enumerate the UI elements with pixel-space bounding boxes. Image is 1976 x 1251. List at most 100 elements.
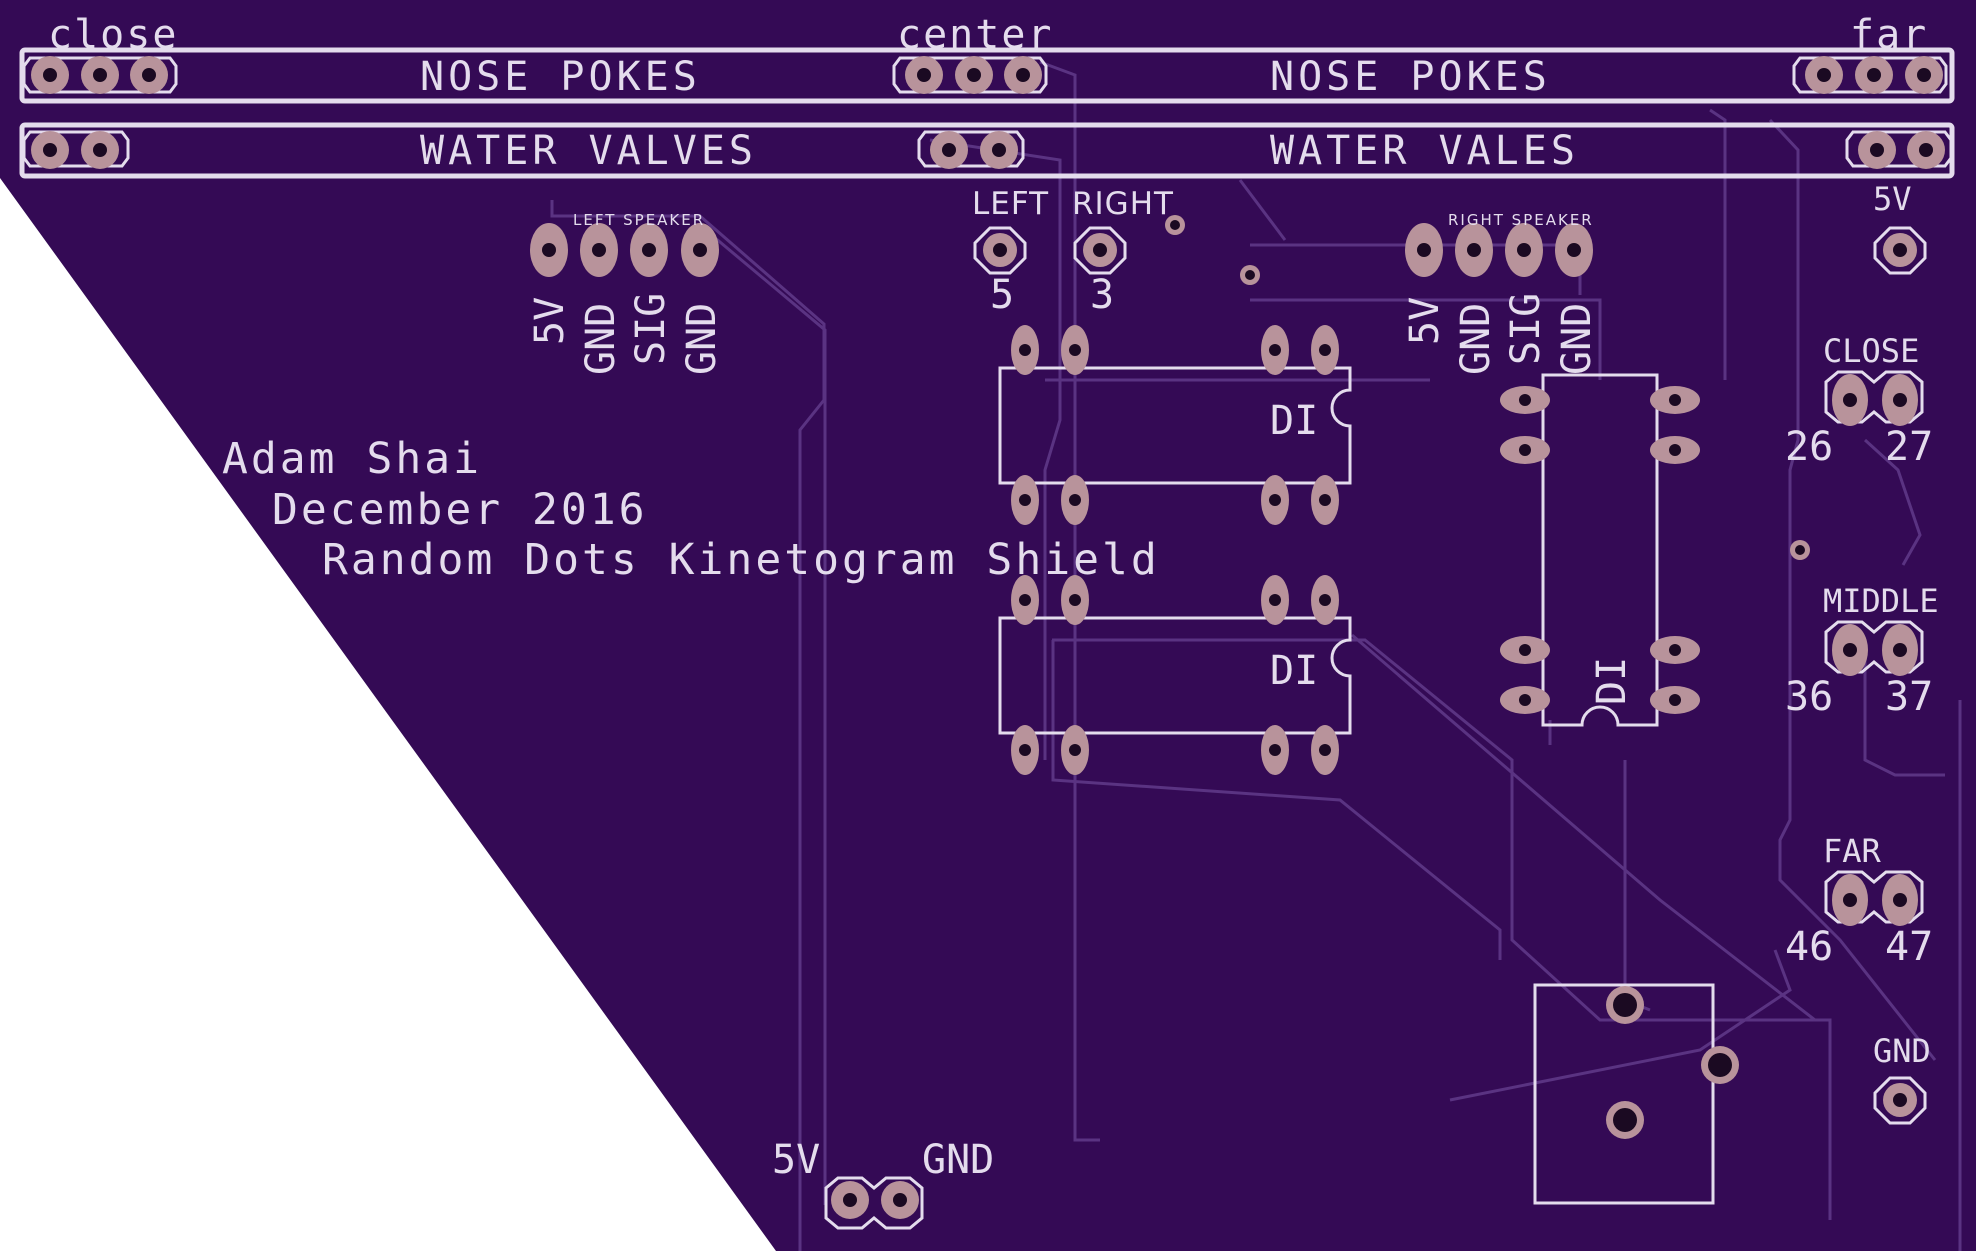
close-pin-27: 27 — [1885, 424, 1933, 470]
via-drill — [1795, 545, 1805, 555]
pin-label: 5V — [1402, 297, 1448, 345]
nose-pokes-bar — [19, 47, 1955, 104]
right-speaker-pin-labels: 5V GND SIG GND — [1402, 293, 1600, 375]
drill — [1019, 744, 1031, 756]
drill — [1843, 643, 1857, 657]
nose-pokes-left-label: NOSE POKES — [420, 54, 701, 100]
left-speaker-connector — [530, 223, 719, 277]
close-pin-26: 26 — [1785, 424, 1833, 470]
drill — [1269, 494, 1281, 506]
dip-chip-3-label: DI — [1589, 657, 1635, 705]
drill — [43, 143, 57, 157]
drill — [93, 143, 107, 157]
drill — [1613, 1108, 1637, 1132]
vias — [1165, 215, 1810, 560]
middle-pair-label: MIDDLE — [1823, 582, 1939, 620]
drill — [1019, 344, 1031, 356]
left-speaker-pin-labels: 5V GND SIG GND — [527, 293, 725, 375]
drill — [1319, 594, 1331, 606]
drill — [1870, 143, 1884, 157]
credits-author: Adam Shai — [222, 434, 482, 484]
drill — [1269, 594, 1281, 606]
right-5v-label: 5V — [1873, 180, 1912, 218]
power-pads — [824, 1176, 924, 1230]
drill — [1019, 494, 1031, 506]
drill — [1019, 594, 1031, 606]
pin-label: GND — [1554, 303, 1600, 375]
drill — [1919, 143, 1933, 157]
dip-chip-3 — [1500, 373, 1700, 727]
power-jack — [1533, 983, 1739, 1205]
drill — [917, 68, 931, 82]
drill — [1669, 444, 1681, 456]
middle-pair-pads — [1824, 620, 1924, 676]
middle-pin-36: 36 — [1785, 674, 1833, 720]
right-pin-label: RIGHT — [1072, 186, 1174, 222]
drill — [1867, 68, 1881, 82]
drill — [1893, 643, 1907, 657]
dip-chip-1 — [998, 325, 1352, 525]
far-pin-47: 47 — [1885, 924, 1933, 970]
dip-chip-2-label: DI — [1270, 648, 1318, 694]
drill — [1843, 393, 1857, 407]
drill — [967, 68, 981, 82]
power-5v-label: 5V — [772, 1137, 820, 1183]
water-valves-left-label: WATER VALVES — [420, 128, 757, 174]
drill — [893, 1193, 907, 1207]
drill — [642, 243, 656, 257]
drill — [1519, 644, 1531, 656]
drill — [1567, 243, 1581, 257]
credits-date: December 2016 — [272, 485, 648, 535]
via-drill — [1245, 270, 1255, 280]
drill — [592, 243, 606, 257]
drill — [1669, 694, 1681, 706]
drill — [1269, 744, 1281, 756]
direction-pin-pads — [973, 226, 1127, 275]
drill — [1893, 243, 1907, 257]
drill — [1893, 393, 1907, 407]
drill — [1917, 68, 1931, 82]
nose-pokes-right-label: NOSE POKES — [1270, 54, 1551, 100]
drill — [1069, 594, 1081, 606]
drill — [542, 243, 556, 257]
far-pair-pads — [1824, 870, 1924, 926]
drill — [1843, 893, 1857, 907]
connector-outlines — [22, 56, 1953, 168]
drill — [1269, 344, 1281, 356]
round-pads — [31, 56, 1945, 169]
drill — [1319, 494, 1331, 506]
drill — [1519, 694, 1531, 706]
pin-label: GND — [578, 303, 624, 375]
drill — [1319, 344, 1331, 356]
drill — [1517, 243, 1531, 257]
dip-chip-2 — [998, 575, 1352, 775]
drill — [1467, 243, 1481, 257]
drill — [942, 143, 956, 157]
pin-label: SIG — [628, 293, 674, 365]
power-gnd-label: GND — [922, 1137, 994, 1183]
pin-label: GND — [679, 303, 725, 375]
drill — [1069, 744, 1081, 756]
drill — [1016, 68, 1030, 82]
drill — [1893, 893, 1907, 907]
drill — [1093, 243, 1107, 257]
drill — [43, 68, 57, 82]
drill — [1519, 444, 1531, 456]
drill — [1893, 1093, 1907, 1107]
pin-label: SIG — [1503, 293, 1549, 365]
drill — [1817, 68, 1831, 82]
drill — [1519, 394, 1531, 406]
drill — [843, 1193, 857, 1207]
far-pair-label: FAR — [1823, 832, 1882, 870]
credits-project: Random Dots Kinetogram Shield — [322, 535, 1160, 585]
drill — [1069, 494, 1081, 506]
right-speaker-title: RIGHT SPEAKER — [1448, 211, 1594, 229]
center-label: center — [897, 12, 1054, 58]
right-gnd-pad — [1873, 1076, 1927, 1125]
right-gnd-label: GND — [1873, 1032, 1931, 1070]
drill — [1069, 344, 1081, 356]
close-label: close — [48, 12, 178, 58]
drill — [1669, 644, 1681, 656]
